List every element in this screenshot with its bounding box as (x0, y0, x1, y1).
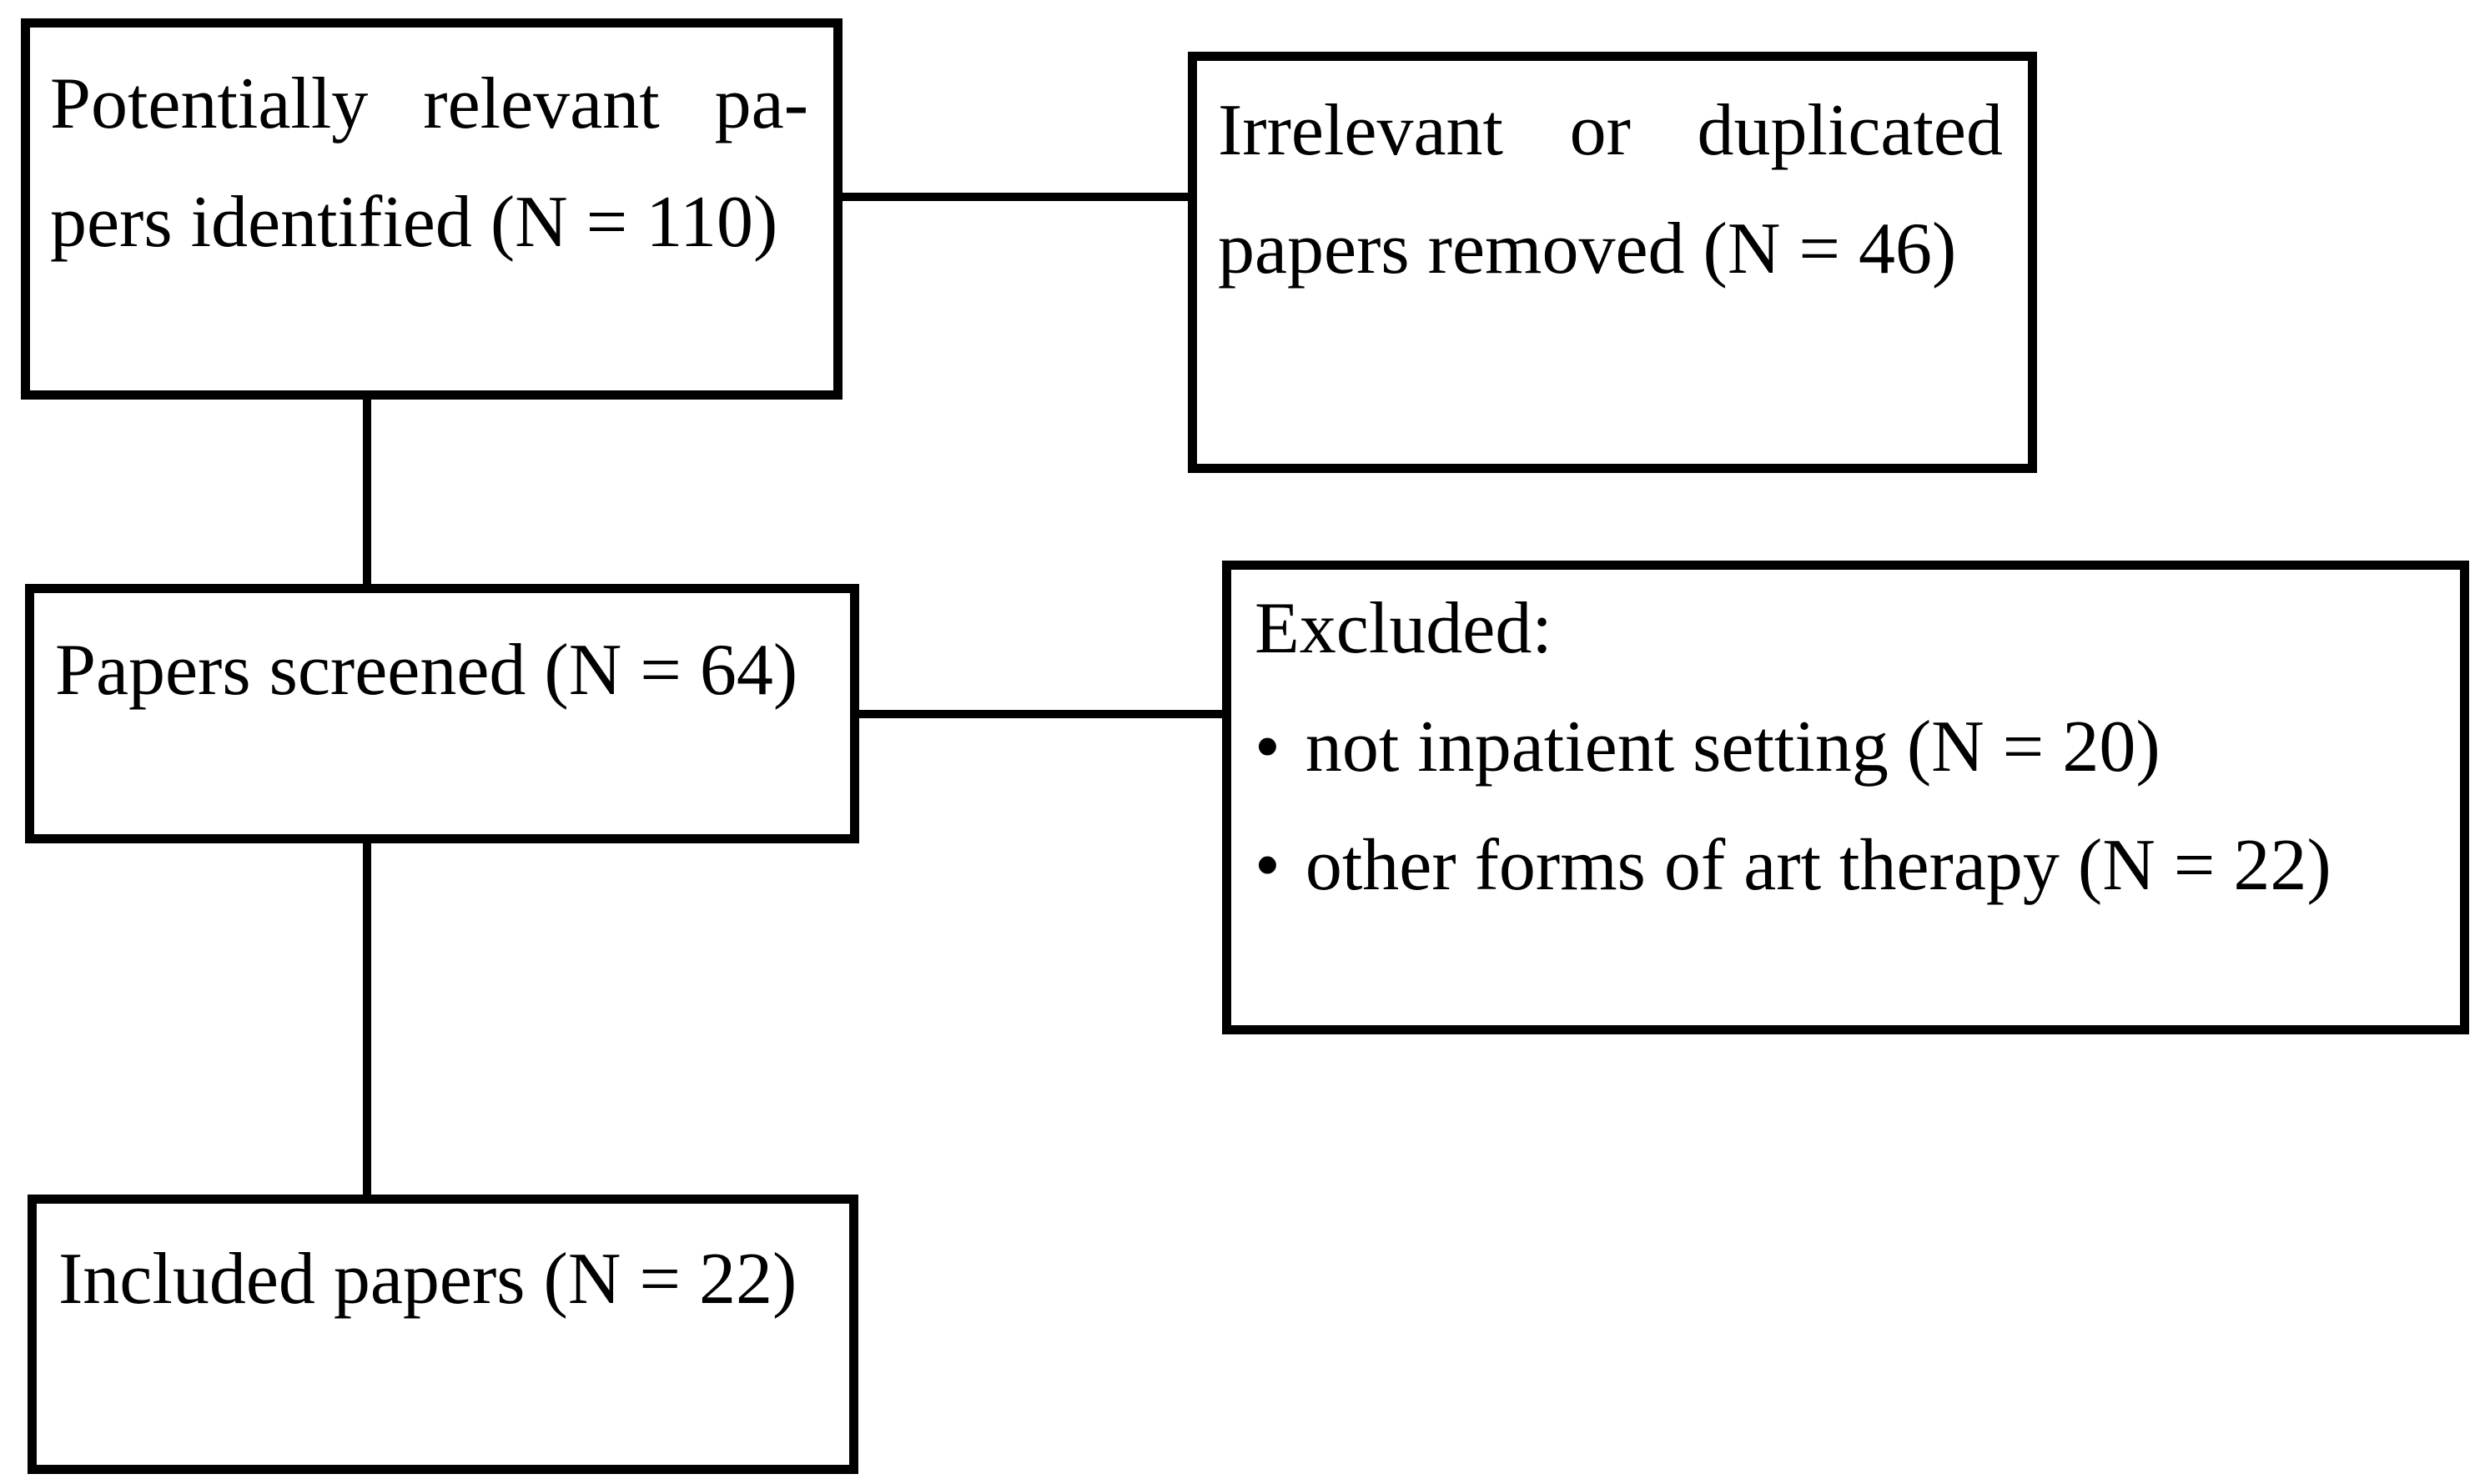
papers-removed-line2: papers removed (N = 46) (1218, 209, 1957, 289)
box-papers-identified: Potentially relevant pa- pers identified… (21, 18, 843, 400)
connector-screened-to-included (363, 838, 371, 1200)
papers-removed-line1: Irrelevant or duplicated (1218, 90, 2003, 171)
box-papers-included: Included papers (N = 22) (28, 1195, 858, 1474)
box-excluded: Excluded: • not inpatient setting (N = 20… (1222, 561, 2469, 1034)
papers-screened-label: Papers screened (N = 64) (55, 630, 798, 711)
box-papers-removed: Irrelevant or duplicated papers removed … (1188, 52, 2037, 473)
papers-identified-line1: Potentially relevant pa- (50, 63, 808, 144)
connector-identified-to-screened (363, 394, 371, 590)
papers-identified-line2: pers identified (N = 110) (50, 182, 778, 263)
excluded-item-1-label: not inpatient setting (N = 20) (1305, 707, 2161, 787)
excluded-title: Excluded: (1255, 588, 1552, 669)
excluded-item-1: • not inpatient setting (N = 20) (1255, 688, 2435, 807)
connector-identified-to-removed (836, 193, 1195, 201)
connector-screened-to-excluded (853, 710, 1228, 718)
bullet-icon: • (1255, 825, 1280, 906)
excluded-item-2-label: other forms of art therapy (N = 22) (1305, 825, 2332, 906)
papers-included-label: Included papers (N = 22) (58, 1239, 797, 1320)
excluded-item-2: • other forms of art therapy (N = 22) (1255, 807, 2435, 925)
box-papers-screened: Papers screened (N = 64) (25, 584, 859, 843)
bullet-icon: • (1255, 707, 1280, 787)
